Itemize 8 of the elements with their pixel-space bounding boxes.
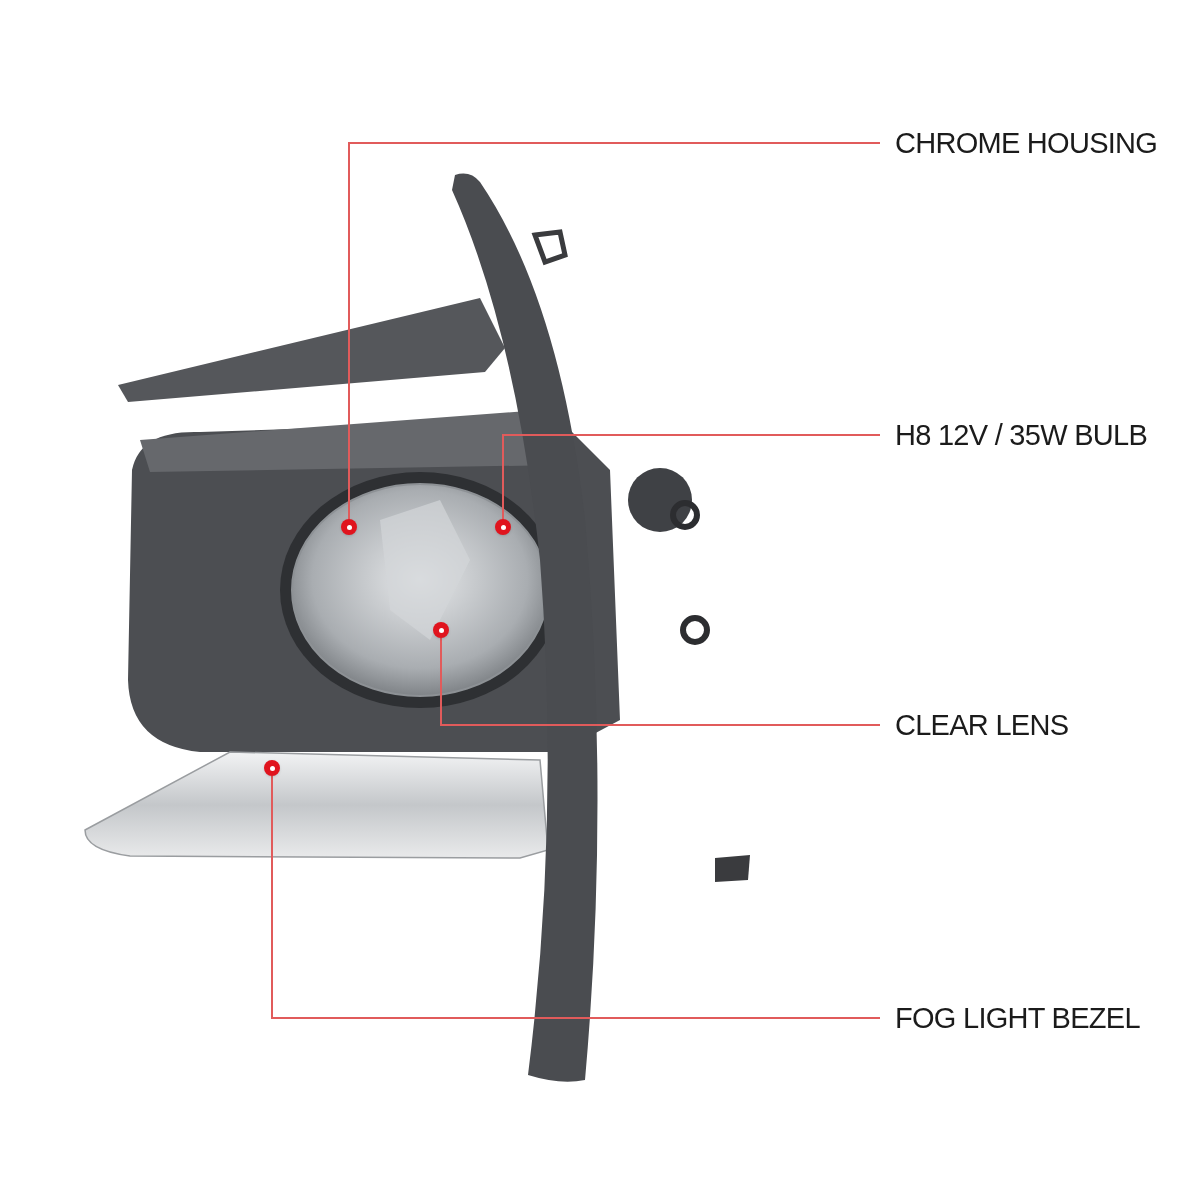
callout-label: FOG LIGHT BEZEL	[895, 1003, 1140, 1033]
leader-line	[502, 434, 881, 520]
callout-label: H8 12V / 35W BULB	[895, 420, 1148, 450]
callout-label: CHROME HOUSING	[895, 128, 1158, 158]
leader-line	[440, 637, 881, 726]
leader-line	[271, 775, 881, 1019]
callout-label: CLEAR LENS	[895, 710, 1069, 740]
leader-line	[348, 142, 881, 520]
